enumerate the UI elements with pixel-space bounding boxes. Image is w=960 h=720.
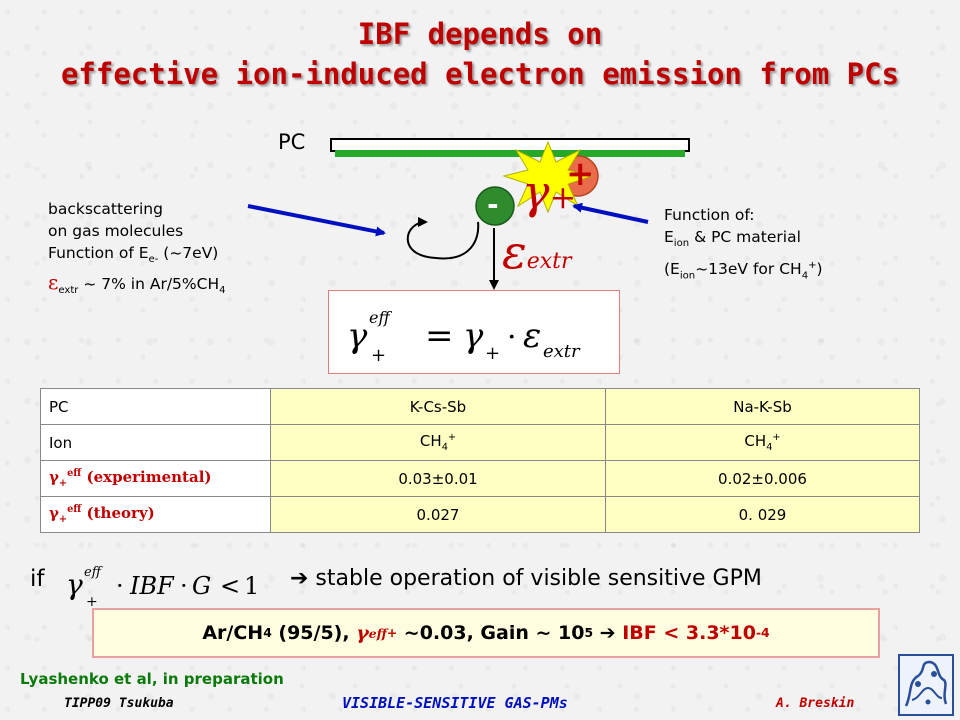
svg-text:·: ·	[180, 572, 188, 600]
condition-statement: ➔ stable operation of visible sensitive …	[290, 566, 762, 591]
svg-text:IBF: IBF	[129, 572, 175, 600]
svg-text:=: =	[425, 316, 454, 356]
reference-note: Lyashenko et al, in preparation	[20, 670, 284, 688]
footer-conference: TIPP09 Tsukuba	[64, 696, 174, 711]
table-row: γ+eff (theory) 0.027 0. 029	[40, 496, 920, 533]
svg-text:extr: extr	[543, 341, 581, 362]
svg-text:+: +	[371, 345, 386, 366]
svg-text:ε: ε	[523, 316, 541, 356]
svg-text:<: <	[220, 572, 240, 600]
table-row: γ+eff (experimental) 0.03±0.01 0.02±0.00…	[40, 460, 920, 497]
svg-text:+: +	[485, 343, 500, 364]
right-arrow-icon: ➔	[290, 566, 309, 591]
table-cell: γ+eff (experimental)	[40, 460, 271, 497]
photocathode-layer	[335, 150, 685, 157]
pc-label: PC	[278, 130, 306, 154]
table-row: Ion CH4+ CH4+	[40, 424, 920, 461]
epsilon-symbol: εextr	[502, 225, 572, 279]
footer-author: A. Breskin	[776, 696, 855, 711]
results-table: PC K-Cs-Sb Na-K-Sb Ion CH4+ CH4+ γ+eff (…	[40, 388, 920, 533]
title-line-2: effective ion-induced electron emission …	[60, 57, 900, 91]
footer-topic: VISIBLE-SENSITIVE GAS-PMs	[342, 694, 568, 712]
electron-circle	[475, 186, 515, 226]
formula-box: γ eff + = γ + · ε extr	[328, 290, 620, 374]
backscattering-note: backscattering on gas molecules Function…	[48, 200, 226, 297]
svg-text:γ: γ	[66, 568, 83, 601]
left-pointer-arrow	[247, 204, 386, 237]
svg-text:·: ·	[116, 572, 124, 600]
table-row: PC K-Cs-Sb Na-K-Sb	[40, 388, 920, 425]
table-cell: CH4+	[605, 424, 920, 461]
electron-symbol: -	[487, 188, 499, 221]
condition-formula: γ eff + · IBF · G < 1	[66, 565, 259, 610]
title-line-1: IBF depends on	[357, 17, 603, 51]
table-cell: 0.027	[270, 496, 606, 533]
right-pointer-arrow	[572, 202, 649, 224]
formula-graphic: γ eff + = γ + · ε extr	[347, 308, 581, 366]
condition-if: if	[30, 566, 45, 592]
table-cell: 0. 029	[605, 496, 920, 533]
table-cell: Ion	[40, 424, 271, 461]
svg-text:1: 1	[244, 572, 259, 600]
svg-text:eff: eff	[84, 565, 104, 580]
svg-text:γ: γ	[347, 316, 368, 356]
backscatter-arrow	[406, 217, 437, 259]
impact-burst-icon	[502, 140, 594, 214]
table-cell: 0.03±0.01	[270, 460, 606, 497]
svg-text:+: +	[86, 594, 98, 610]
table-cell: Na-K-Sb	[605, 388, 920, 425]
svg-text:G: G	[192, 572, 211, 600]
function-of-note: Function of: Eion & PC material (Eion~13…	[664, 206, 823, 282]
table-cell: 0.02±0.006	[605, 460, 920, 497]
svg-text:eff: eff	[369, 308, 392, 327]
ion-symbol: +	[566, 154, 595, 194]
svg-text:γ: γ	[463, 316, 484, 356]
svg-text:·: ·	[507, 320, 517, 355]
backscatter-arrow-left	[435, 221, 480, 260]
table-cell: CH4+	[270, 424, 606, 461]
gamma-symbol: γ+	[522, 165, 577, 219]
table-cell: PC	[40, 388, 271, 425]
right-arrow-icon: ➔	[593, 622, 623, 644]
table-cell: K-Cs-Sb	[270, 388, 606, 425]
institute-logo-icon	[898, 654, 954, 716]
table-cell: γ+eff (theory)	[40, 496, 271, 533]
